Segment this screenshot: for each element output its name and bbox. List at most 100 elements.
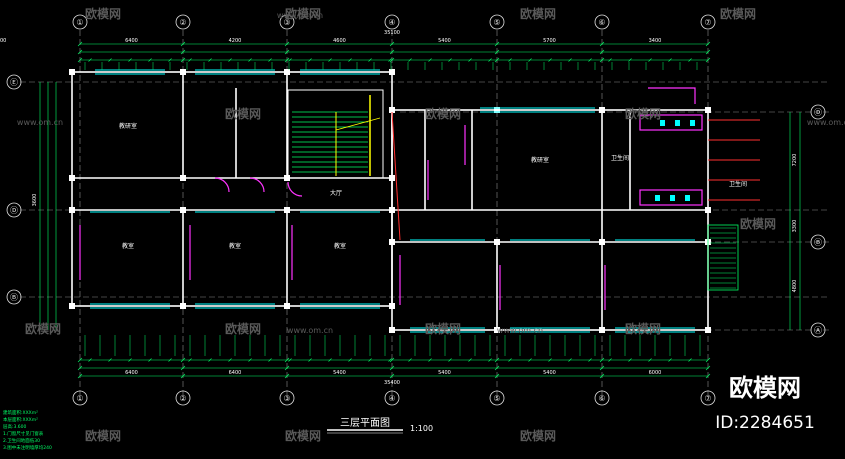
note-line: 1.门窗尺寸见门窗表: [3, 430, 44, 437]
axis-label-top: ⑦: [704, 18, 711, 27]
dim-tick: [705, 373, 711, 379]
dim-tick-minor: [528, 58, 532, 62]
axis-label-bottom: ①: [76, 394, 83, 403]
dim-tick: [389, 357, 395, 363]
extension-lines-top: [84, 62, 698, 70]
dim-tick-minor: [608, 58, 612, 62]
column: [180, 207, 186, 213]
toilet-fixtures: [655, 120, 695, 201]
dim-tick-minor: [648, 58, 652, 62]
axis-label-left: Ⓑ: [10, 293, 18, 302]
axis-bubble-top: [175, 14, 191, 30]
dim-tick: [77, 41, 83, 47]
axis-bubble-bottom: [279, 390, 295, 406]
column: [389, 207, 395, 213]
room-label-right-wc: 卫生间: [729, 180, 747, 188]
watermark-tile: 欧模网: [520, 428, 556, 443]
extension-lines: [84, 335, 701, 356]
dim-tick-minor: [468, 58, 472, 62]
watermark-tile: 欧模网: [625, 106, 661, 121]
dim-text-bottom: 6000: [649, 370, 662, 376]
dim-tick-minor: [548, 358, 552, 362]
watermark-tile: 欧模网: [285, 6, 321, 21]
dim-tick-minor: [208, 58, 212, 62]
room-label-hall: 大厅: [330, 189, 342, 197]
dim-text-top: 5400: [438, 38, 451, 44]
column: [705, 107, 711, 113]
column: [705, 207, 711, 213]
column: [69, 303, 75, 309]
dim-tick-minor: [688, 58, 692, 62]
note-line: 本层面积:XXXm²: [3, 416, 38, 423]
dim-tick-minor: [448, 358, 452, 362]
dim-text-bottom: 5400: [543, 370, 556, 376]
dim-tick: [705, 49, 711, 55]
dimension-lines: [39, 43, 801, 377]
axis-bubble-bottom: [700, 390, 716, 406]
general-notes: 建筑面积:XXXm²本层面积:XXXm²层高:3.6001.门窗尺寸见门窗表2.…: [3, 409, 52, 451]
dim-tick-minor: [348, 358, 352, 362]
dimension-texts: 6400420046005400570034004800351006400640…: [0, 30, 798, 386]
dim-tick: [599, 357, 605, 363]
column: [180, 303, 186, 309]
axis-label-bottom: ⑤: [493, 394, 500, 403]
axis-bubble-bottom: [175, 390, 191, 406]
dim-tick: [284, 365, 290, 371]
room-label-classroom-3: 教室: [334, 242, 346, 250]
column: [599, 239, 605, 245]
dim-tick: [494, 49, 500, 55]
room-label-classroom-1: 教室: [122, 242, 134, 250]
dim-text-top: 5700: [543, 38, 556, 44]
dim-text-right: 3300: [792, 220, 798, 233]
column: [284, 69, 290, 75]
dim-tick-minor: [88, 358, 92, 362]
dim-tick-minor: [628, 358, 632, 362]
watermark-tile: 欧模网: [740, 216, 776, 231]
axis-bubble-top: [594, 14, 610, 30]
dim-text-top: 4600: [333, 38, 346, 44]
dim-tick: [599, 57, 605, 63]
dim-tick: [77, 365, 83, 371]
dim-tick-minor: [648, 358, 652, 362]
dim-tick-minor: [488, 58, 492, 62]
dim-tick: [180, 41, 186, 47]
dim-tick-minor: [668, 58, 672, 62]
dim-tick: [180, 57, 186, 63]
dim-text-bottom: 6400: [125, 370, 138, 376]
axis-label-top: ⑤: [493, 18, 500, 27]
axis-label-bottom: ④: [388, 394, 395, 403]
dim-tick: [705, 57, 711, 63]
watermark-tile: 欧模网: [520, 6, 556, 21]
axis-bubble-top: [489, 14, 505, 30]
room-label-classroom-2: 教室: [229, 242, 241, 250]
watermark-tile: 欧模网: [225, 321, 261, 336]
axis-bubble-bottom: [594, 390, 610, 406]
dim-tick-minor: [668, 358, 672, 362]
dim-tick-minor: [508, 58, 512, 62]
axis-bubble-bottom: [72, 390, 88, 406]
dim-text-top: 3400: [649, 38, 662, 44]
axis-bubble-bottom: [489, 390, 505, 406]
axis-bubble-bottom: [384, 390, 400, 406]
dim-tick-minor: [428, 358, 432, 362]
dim-tick: [599, 365, 605, 371]
room-label-toilet: 卫生间: [611, 154, 629, 162]
dim-tick: [389, 365, 395, 371]
dim-tick-minor: [568, 58, 572, 62]
column: [284, 303, 290, 309]
dim-tick-minor: [108, 358, 112, 362]
axis-label-left: Ⓓ: [10, 206, 18, 215]
dim-tick-minor: [128, 58, 132, 62]
dim-tick-minor: [408, 358, 412, 362]
axis-label-right: Ⓓ: [814, 108, 822, 117]
dim-tick-minor: [328, 58, 332, 62]
axis-bubble-top: [72, 14, 88, 30]
dim-tick-minor: [168, 358, 172, 362]
column: [389, 327, 395, 333]
axis-bubble-left: [6, 74, 22, 90]
right-stair: [707, 224, 739, 291]
column: [180, 175, 186, 181]
axis-label-top: ④: [388, 18, 395, 27]
dim-tick: [77, 373, 83, 379]
dim-tick-minor: [388, 58, 392, 62]
